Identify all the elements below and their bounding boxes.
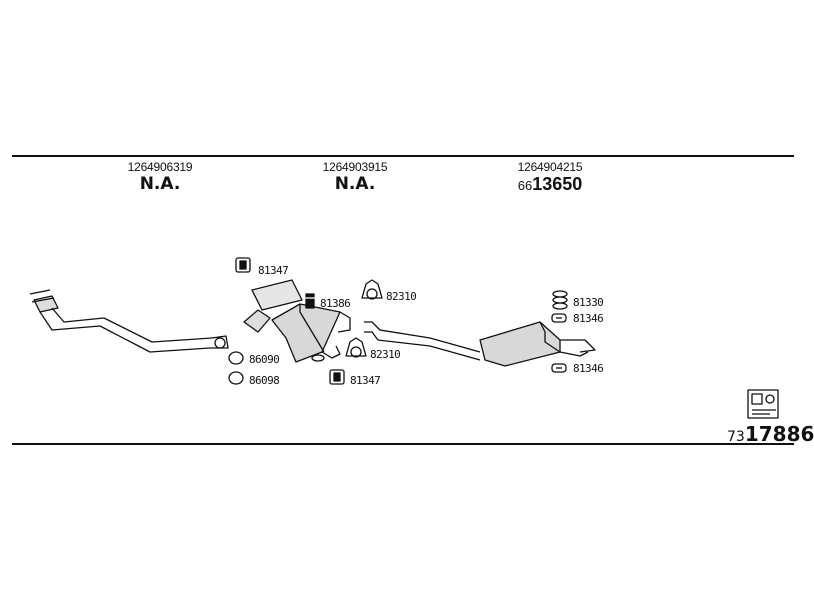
label-81386: 81386 bbox=[320, 297, 351, 310]
center-muffler-icon bbox=[243, 279, 351, 363]
ring-86090-icon bbox=[228, 351, 244, 365]
part-number: 1264906319 bbox=[127, 160, 193, 174]
reference-prefix: 73 bbox=[727, 429, 745, 445]
reference-number: 7317886 bbox=[727, 422, 814, 449]
label-86090: 86090 bbox=[249, 353, 280, 366]
column-front-pipe: 1264906319 N.A. bbox=[80, 160, 240, 194]
label-82310-top: 82310 bbox=[386, 290, 417, 303]
clamp-81347-bottom-icon bbox=[329, 369, 345, 385]
label-81346-bottom: 81346 bbox=[573, 362, 604, 375]
ring-86098-icon bbox=[228, 371, 244, 385]
mount-81346-top-icon bbox=[551, 313, 567, 323]
label-82310-bottom: 82310 bbox=[370, 348, 401, 361]
column-rear-muffler: 1264904215 6613650 bbox=[470, 160, 630, 196]
label-81347-top: 81347 bbox=[258, 264, 289, 277]
label-81347-bottom: 81347 bbox=[350, 374, 381, 387]
clamp-82310-bottom-icon bbox=[345, 337, 367, 358]
column-center-muffler: 1264903915 N.A. bbox=[275, 160, 435, 194]
clamp-82310-top-icon bbox=[361, 279, 383, 300]
part-code: 6613650 bbox=[470, 174, 630, 196]
part-code: N.A. bbox=[334, 174, 376, 194]
part-number: 1264904215 bbox=[517, 160, 583, 174]
front-pipe-icon bbox=[29, 289, 229, 353]
part-number: 1264903915 bbox=[322, 160, 388, 174]
reference-document-icon bbox=[747, 389, 779, 419]
label-86098: 86098 bbox=[249, 374, 280, 387]
top-rule bbox=[12, 155, 794, 157]
bolt-81386-icon bbox=[304, 293, 316, 309]
rear-muffler-icon bbox=[364, 321, 596, 367]
label-81330: 81330 bbox=[573, 296, 604, 309]
part-code: N.A. bbox=[139, 174, 181, 194]
part-code-main: 13650 bbox=[532, 174, 583, 194]
mount-81346-bottom-icon bbox=[551, 363, 567, 373]
bottom-rule bbox=[12, 443, 794, 445]
reference-main: 17886 bbox=[744, 422, 814, 446]
part-code-prefix: 66 bbox=[517, 178, 533, 193]
label-81346-top: 81346 bbox=[573, 312, 604, 325]
spring-81330-icon bbox=[552, 290, 568, 310]
